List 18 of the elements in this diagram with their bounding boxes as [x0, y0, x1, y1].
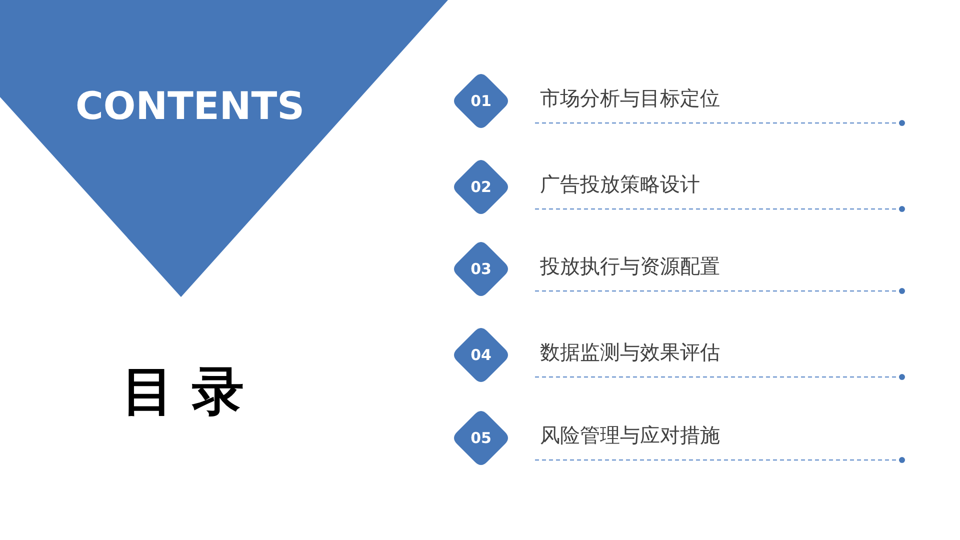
number-label: 02	[470, 177, 492, 197]
number-label: 04	[470, 345, 492, 365]
number-label: 03	[470, 259, 492, 279]
triangle-banner	[0, 0, 448, 297]
diamond-badge	[454, 74, 508, 128]
section-title: 风险管理与应对措施	[540, 422, 720, 448]
diamond-badge	[454, 411, 508, 465]
diamond-badge	[454, 160, 508, 214]
section-title: 数据监测与效果评估	[540, 339, 720, 365]
number-label: 01	[470, 91, 492, 111]
section-title: 投放执行与资源配置	[540, 253, 720, 279]
heading-text: CONTENTS	[74, 83, 306, 130]
page-title: 目 录	[120, 361, 246, 424]
section-title: 市场分析与目标定位	[540, 85, 720, 111]
diamond-badge	[454, 242, 508, 296]
number-label: 05	[470, 428, 492, 448]
diamond-badge	[454, 328, 508, 382]
section-title: 广告投放策略设计	[540, 171, 700, 197]
